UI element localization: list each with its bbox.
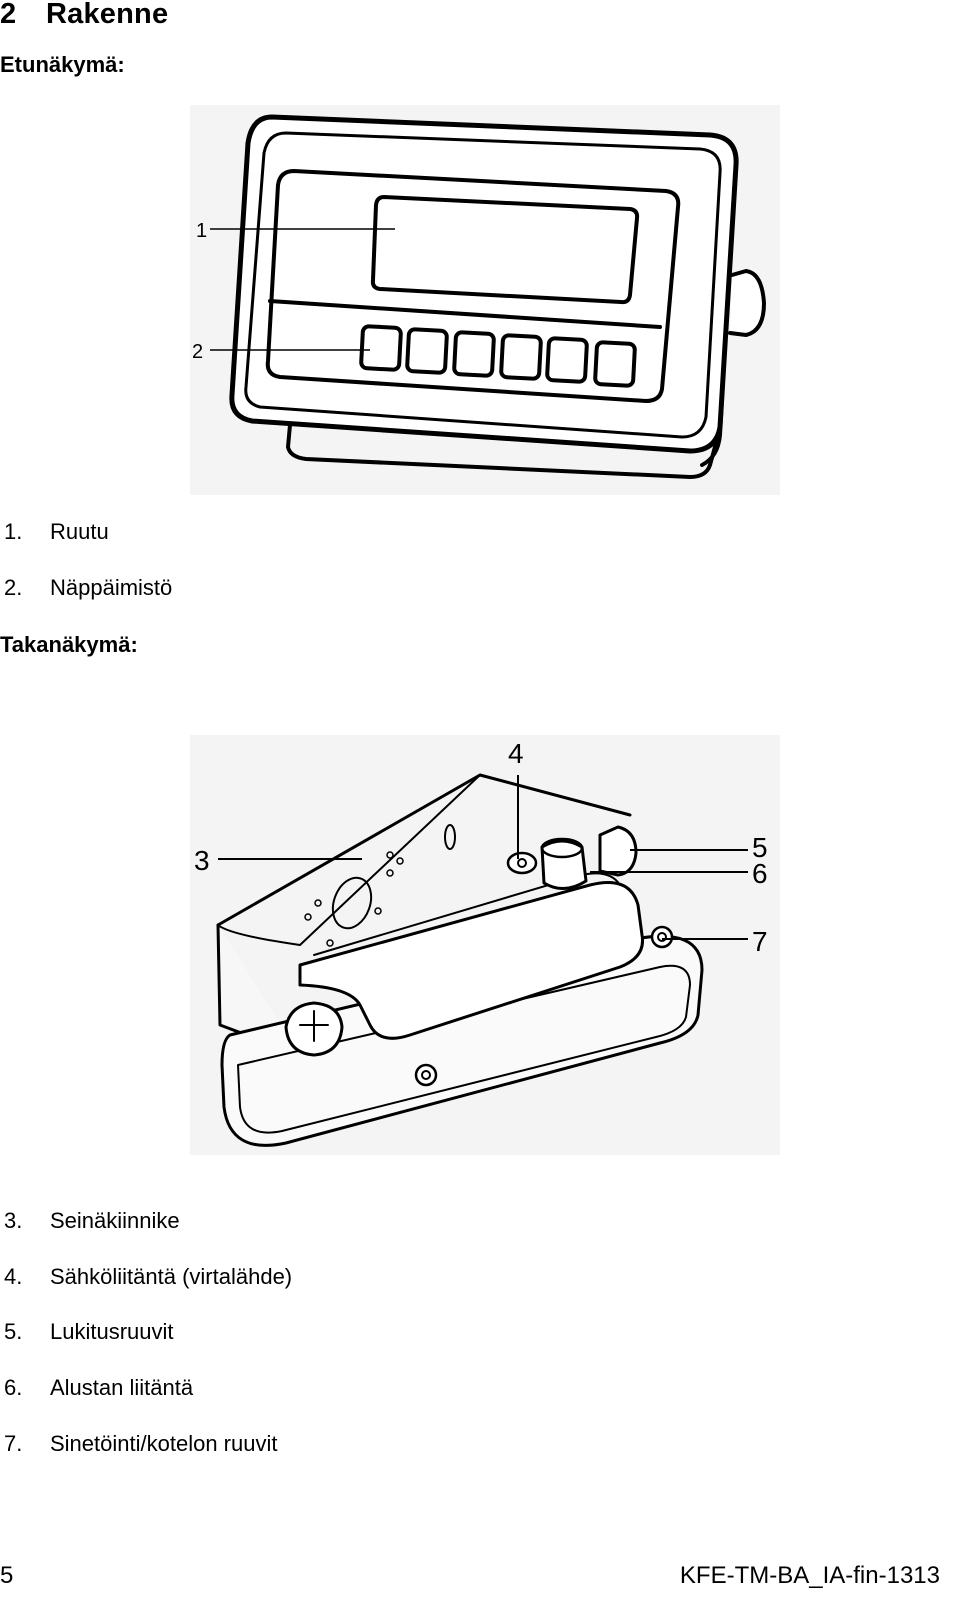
key-5 [545, 336, 589, 384]
stand-base [286, 423, 718, 479]
power-socket-pin [517, 858, 527, 868]
key-3 [452, 330, 496, 378]
key-6 [593, 340, 637, 388]
outer-bezel [229, 114, 739, 454]
rear-cover [298, 881, 645, 1040]
list-item-number: 2. [4, 575, 23, 600]
list-item-text: Ruutu [50, 519, 109, 544]
list-item: 6. Alustan liitäntä [4, 1375, 193, 1401]
key-1 [359, 324, 403, 372]
cable-gland-top [540, 837, 584, 859]
list-item-number: 6. [4, 1375, 23, 1400]
back-view-title: Takanäkymä: [0, 632, 138, 657]
front-view-diagram: 1 2 [190, 105, 780, 495]
callout-label-3: 3 [194, 845, 210, 876]
front-face [265, 169, 681, 403]
front-view-title: Etunäkymä: [0, 52, 125, 77]
power-socket [506, 851, 538, 875]
key-4 [499, 333, 543, 381]
callout-label-2: 2 [192, 341, 203, 363]
document-id: KFE-TM-BA_IA-fin-1313 [679, 1562, 940, 1589]
seal-screw-front [414, 1063, 438, 1087]
list-item-number: 1. [4, 519, 23, 544]
lock-knob [728, 269, 766, 337]
housing-tray [220, 934, 704, 1147]
list-item-text: Alustan liitäntä [50, 1375, 194, 1400]
list-item: 2. Näppäimistö [4, 575, 172, 601]
bracket-slot [444, 824, 456, 850]
bracket-fold [217, 774, 481, 946]
callout-label-6: 6 [752, 858, 768, 889]
list-item-text: Sähköliitäntä (virtalähde) [50, 1264, 293, 1289]
list-item: 5. Lukitusruuvit [4, 1319, 174, 1345]
list-item-text: Lukitusruuvit [50, 1319, 174, 1344]
callout-label-7: 7 [752, 926, 768, 957]
bracket-large-hole [331, 876, 373, 930]
inner-bezel [244, 131, 722, 439]
list-item-text: Seinäkiinnike [50, 1208, 180, 1233]
list-item-number: 5. [4, 1319, 23, 1344]
key-2 [405, 327, 449, 375]
list-item-number: 4. [4, 1264, 23, 1289]
list-item-text: Sinetöinti/kotelon ruuvit [50, 1431, 278, 1456]
list-item-number: 3. [4, 1208, 23, 1233]
section-title: Rakenne [46, 0, 169, 30]
panel-divider [268, 299, 662, 329]
callout-label-5: 5 [752, 832, 768, 863]
callout-label-4: 4 [508, 738, 524, 769]
display-window [370, 195, 640, 305]
cable-gland [540, 839, 588, 890]
list-item: 3. Seinäkiinnike [4, 1208, 180, 1234]
seal-screw-right [650, 925, 674, 949]
keypad [359, 324, 637, 388]
list-item: 7. Sinetöinti/kotelon ruuvit [4, 1431, 277, 1457]
lock-knob-right [598, 825, 638, 877]
list-item-text: Näppäimistö [50, 575, 173, 600]
housing-rim [237, 964, 691, 1134]
section-number: 2 [0, 0, 17, 30]
section-heading: 2 Rakenne [0, 0, 168, 31]
page-number: 5 [0, 1562, 14, 1589]
callout-label-1: 1 [196, 220, 207, 242]
list-item: 4. Sähköliitäntä (virtalähde) [4, 1264, 292, 1290]
back-view-diagram: 3 4 5 6 7 [190, 735, 780, 1155]
list-item: 1. Ruutu [4, 519, 109, 545]
list-item-number: 7. [4, 1431, 23, 1456]
